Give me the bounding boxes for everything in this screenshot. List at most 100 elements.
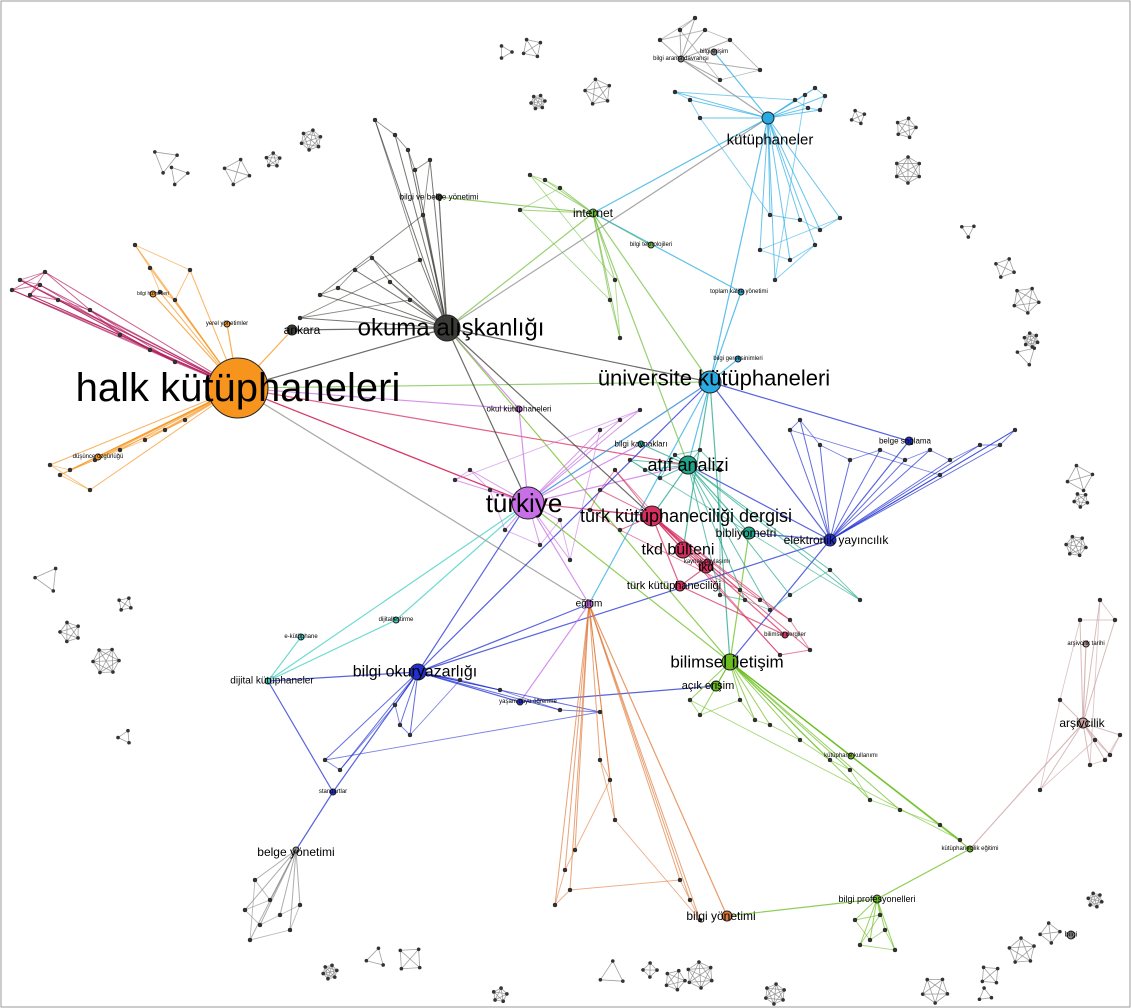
- minor-edge: [224, 168, 234, 185]
- edge: [44, 271, 91, 311]
- minor-edge: [1039, 922, 1049, 935]
- node: [335, 285, 341, 291]
- node: [867, 797, 873, 803]
- edge: [417, 603, 590, 673]
- edge: [29, 271, 46, 296]
- minor-edge: [896, 163, 909, 184]
- edge: [174, 269, 191, 301]
- minor-node: [1067, 552, 1072, 556]
- minor-node: [1023, 342, 1028, 347]
- edge: [679, 879, 691, 901]
- minor-edge: [127, 730, 130, 743]
- minor-node: [676, 968, 681, 973]
- minor-node: [332, 975, 337, 979]
- minor-node: [914, 125, 918, 130]
- minor-edge: [331, 965, 336, 978]
- edge: [592, 117, 769, 214]
- edges-layer: [11, 17, 1121, 951]
- minor-node: [995, 966, 1000, 971]
- minor-edge: [1074, 501, 1088, 504]
- minor-edge: [59, 631, 68, 642]
- edge: [504, 529, 541, 546]
- edge: [446, 117, 769, 329]
- minor-edge: [323, 973, 335, 978]
- minor-node: [1091, 891, 1095, 896]
- edge: [446, 212, 594, 329]
- node-label-yer: yerel yönetimler: [206, 321, 248, 327]
- minor-edge: [34, 577, 54, 592]
- minor-node: [1070, 534, 1075, 539]
- minor-node: [1036, 300, 1041, 305]
- node: [1092, 737, 1098, 743]
- node: [847, 457, 853, 463]
- node: [527, 172, 533, 178]
- minor-node: [906, 181, 910, 185]
- minor-edge: [667, 973, 678, 990]
- edge: [446, 327, 711, 383]
- edge: [1104, 734, 1121, 761]
- edge: [267, 619, 397, 682]
- node-label-bil2: bilgi hizmetleri: [137, 291, 169, 297]
- edge: [29, 284, 41, 296]
- minor-edge: [1069, 536, 1073, 554]
- node-aa: [678, 455, 698, 475]
- minor-node: [917, 174, 922, 179]
- node-bkay: [637, 440, 645, 448]
- minor-node: [538, 93, 543, 98]
- edge: [829, 569, 861, 601]
- edge: [799, 419, 831, 541]
- node-label-bke: kütüphanecilik eğitimi: [941, 846, 998, 852]
- node: [277, 912, 283, 918]
- node: [9, 287, 15, 293]
- minor-edge: [1014, 937, 1022, 963]
- node: [947, 457, 953, 463]
- edge: [829, 459, 851, 541]
- minor-edge: [92, 649, 100, 662]
- minor-edge: [366, 960, 384, 966]
- edge: [829, 759, 851, 771]
- node: [612, 817, 618, 823]
- minor-edge: [174, 172, 189, 185]
- edge: [687, 381, 711, 466]
- minor-edge: [533, 96, 536, 109]
- node: [457, 677, 463, 683]
- minor-node: [683, 978, 687, 983]
- minor-edge: [584, 90, 608, 102]
- minor-node: [1035, 340, 1040, 345]
- minor-node: [1007, 946, 1012, 950]
- edge: [729, 661, 756, 721]
- minor-edge: [66, 622, 79, 627]
- edge: [527, 443, 642, 504]
- minor-node: [772, 1002, 776, 1006]
- edge: [559, 709, 601, 713]
- minor-node: [299, 141, 304, 146]
- edge: [599, 759, 616, 821]
- edge: [11, 284, 41, 291]
- edge: [1039, 722, 1084, 791]
- edge: [659, 29, 706, 41]
- node: [727, 37, 733, 43]
- edge: [519, 685, 717, 703]
- edge: [680, 39, 731, 60]
- node: [557, 707, 563, 713]
- edge: [651, 515, 791, 621]
- edge: [729, 39, 761, 71]
- edge: [680, 17, 696, 60]
- minor-node: [521, 51, 526, 56]
- node: [1097, 597, 1103, 603]
- node-label-ace: açık erişim: [682, 680, 735, 692]
- edge: [680, 29, 706, 60]
- edge: [789, 619, 811, 651]
- node: [1037, 787, 1043, 793]
- edge: [859, 914, 881, 946]
- minor-edge: [600, 979, 623, 982]
- minor-node: [335, 968, 339, 973]
- minor-node: [989, 995, 994, 1000]
- node: [537, 542, 543, 548]
- minor-node: [326, 976, 330, 981]
- node: [247, 937, 253, 943]
- minor-node: [1027, 331, 1032, 335]
- minor-edge: [1027, 302, 1040, 314]
- edge: [689, 661, 731, 701]
- edge: [529, 174, 594, 214]
